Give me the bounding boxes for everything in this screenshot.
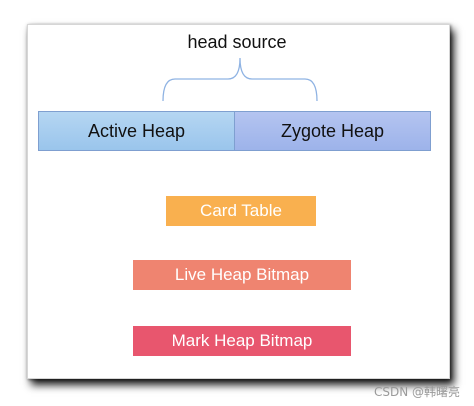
head-source-heaps: Active Heap Zygote Heap [38, 111, 431, 151]
zygote-heap-label: Zygote Heap [280, 120, 385, 141]
active-heap-label: Active Heap [87, 120, 186, 141]
head-source-label: head source [187, 32, 287, 52]
card-table-label: Card Table [200, 201, 282, 220]
active-heap-box: Active Heap [39, 112, 235, 150]
zygote-heap-box: Zygote Heap [235, 112, 430, 150]
watermark: CSDN @韩曙亮 [373, 385, 460, 399]
card-table-box: Card Table [166, 196, 316, 226]
mark-heap-bitmap-box: Mark Heap Bitmap [133, 326, 351, 356]
live-heap-bitmap-label: Live Heap Bitmap [174, 265, 310, 284]
live-heap-bitmap-box: Live Heap Bitmap [133, 260, 351, 290]
mark-heap-bitmap-label: Mark Heap Bitmap [171, 331, 313, 350]
